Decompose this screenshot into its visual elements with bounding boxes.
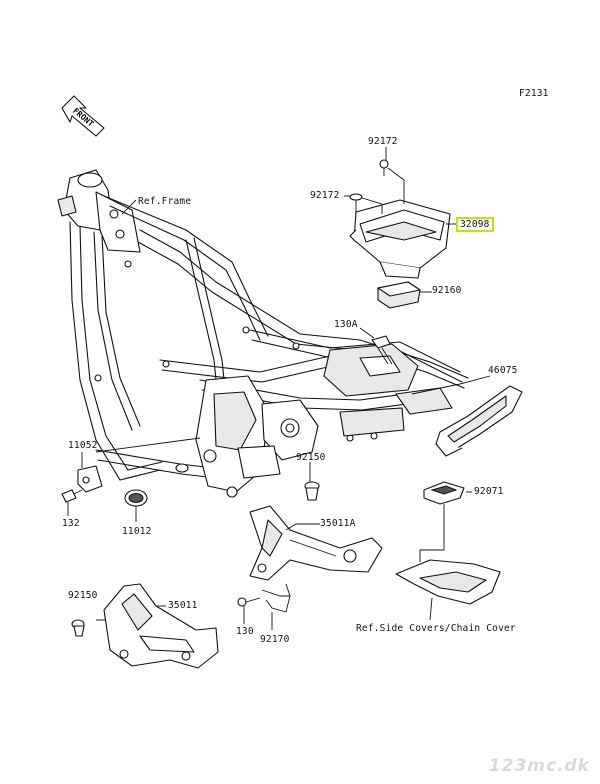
footpeg-bracket-right	[249, 505, 383, 581]
bolt-icon	[71, 619, 85, 637]
bolt-icon	[237, 597, 261, 607]
plug-icon	[124, 489, 148, 507]
spring-clip	[261, 583, 291, 613]
bolt-icon	[371, 335, 393, 365]
front-arrow-icon	[61, 95, 105, 137]
label-ref-frame: Ref.Frame	[138, 196, 192, 207]
label-32098: 32098	[456, 217, 494, 232]
label-92170: 92170	[260, 634, 290, 645]
side-cover-ref	[395, 559, 501, 605]
grommet-icon	[423, 481, 465, 505]
screw-icon	[379, 159, 405, 204]
label-35011a: 35011A	[320, 518, 356, 529]
bolt-icon	[304, 481, 320, 501]
bolt-icon	[61, 489, 83, 503]
watermark: 123mc.dk	[488, 756, 590, 776]
label-92160: 92160	[432, 285, 462, 296]
label-46075: 46075	[488, 365, 518, 376]
label-92071: 92071	[474, 486, 504, 497]
label-92150-left: 92150	[68, 590, 98, 601]
leader-lines	[67, 147, 491, 630]
label-92150-mid: 92150	[296, 452, 326, 463]
clamp-icon	[77, 465, 103, 493]
frame-illustration	[57, 169, 469, 498]
chain-guard	[435, 385, 523, 457]
figure-id: F2131	[519, 88, 549, 99]
label-130: 130	[236, 626, 254, 637]
rubber-pad	[377, 281, 421, 309]
label-ref-side-covers: Ref.Side Covers/Chain Cover	[356, 623, 516, 634]
label-92172-left: 92172	[310, 190, 340, 201]
label-35011: 35011	[168, 600, 198, 611]
label-11012: 11012	[122, 526, 152, 537]
label-11052: 11052	[68, 440, 98, 451]
label-132: 132	[62, 518, 80, 529]
label-92172-top: 92172	[368, 136, 398, 147]
screw-icon	[349, 193, 383, 214]
battery-case	[349, 199, 451, 279]
label-130a: 130A	[334, 319, 358, 330]
footpeg-bracket-left	[103, 583, 219, 669]
